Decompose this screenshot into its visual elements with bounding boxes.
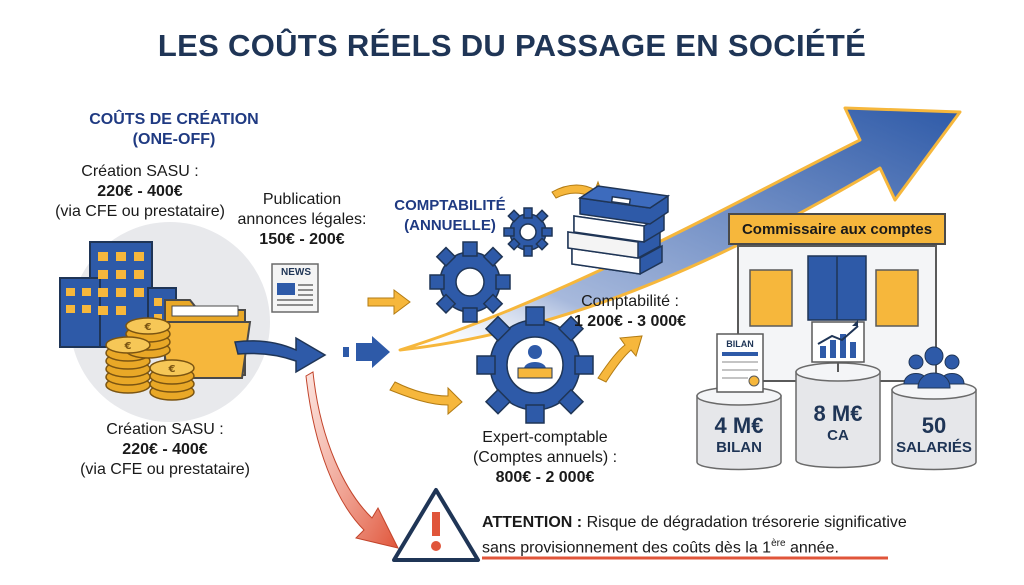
comptabilite-heading-line2: (ANNUELLE) <box>404 217 496 234</box>
newspaper-icon <box>271 263 319 313</box>
threshold-salaries-label: SALARIÉS <box>896 439 972 456</box>
orange-arrow-right <box>597 335 643 383</box>
expert-line2: (Comptes annuels) : <box>472 449 618 466</box>
pedestals <box>696 362 977 471</box>
books-icon <box>567 185 671 275</box>
warning-arrow <box>305 371 399 549</box>
expert-amount: 800€ - 2 000€ <box>495 469 595 486</box>
publication-line2: annonces légales: <box>237 211 367 228</box>
comptabilite-heading: COMPTABILITÉ (ANNUELLE) <box>385 196 515 236</box>
bilan-document-icon <box>716 333 764 393</box>
publication-amount: 150€ - 200€ <box>259 231 345 248</box>
accountant-icon <box>517 345 553 379</box>
creation-bottom-block: Création SASU : 220€ - 400€ (via CFE ou … <box>50 420 280 480</box>
threshold-salaries: 50 SALARIÉS <box>892 414 976 458</box>
commissaire-label: Commissaire aux comptes <box>728 213 946 245</box>
commissaire-building <box>737 245 937 382</box>
expert-block: Expert-comptable (Comptes annuels) : 800… <box>455 428 635 488</box>
comptabilite-block: Comptabilité : 1 200€ - 3 000€ <box>560 292 700 332</box>
threshold-bilan-label: BILAN <box>716 439 762 456</box>
people-icon <box>903 346 965 389</box>
warning-text2-sup: ère <box>771 538 786 549</box>
warning-text2-post: année. <box>785 539 839 557</box>
creation-heading-line2: (ONE-OFF) <box>132 131 216 148</box>
creation-heading: COÛTS DE CRÉATION (ONE-OFF) <box>64 110 284 150</box>
coins-icon <box>105 317 195 401</box>
warning-icon <box>392 488 480 562</box>
growth-arrow <box>398 106 962 352</box>
gear-icon-large <box>476 306 594 424</box>
threshold-bilan: 4 M€ BILAN <box>697 414 781 458</box>
creation-bottom-label: Création SASU : <box>106 421 224 438</box>
threshold-ca-label: CA <box>827 427 849 444</box>
dash-arrow <box>343 336 390 368</box>
warning-strong: ATTENTION : <box>482 514 583 531</box>
comptabilite-label: Comptabilité : <box>581 293 679 310</box>
comptabilite-amount: 1 200€ - 3 000€ <box>573 313 687 330</box>
publication-line1: Publication <box>262 191 342 208</box>
orange-arrow-lower <box>389 381 463 416</box>
creation-top-amount: 220€ - 400€ <box>97 183 183 200</box>
expert-line1: Expert-comptable <box>482 429 608 446</box>
creation-bottom-note: (via CFE ou prestataire) <box>80 461 250 478</box>
threshold-ca: 8 M€ CA <box>796 402 880 446</box>
creation-heading-line1: COÛTS DE CRÉATION <box>89 111 259 128</box>
orange-arrow-upper <box>367 289 411 315</box>
comptabilite-heading-line1: COMPTABILITÉ <box>394 197 506 214</box>
threshold-bilan-value: 4 M€ <box>714 413 764 438</box>
threshold-ca-value: 8 M€ <box>813 401 863 426</box>
creation-arrow <box>234 336 327 374</box>
svg-text:€: € <box>144 322 152 333</box>
gear-icon-small <box>503 207 553 257</box>
creation-bottom-amount: 220€ - 400€ <box>122 441 208 458</box>
svg-text:€: € <box>168 364 176 375</box>
warning-text1: Risque de dégradation trésorerie signifi… <box>582 514 907 531</box>
bilan-doc-label: BILAN <box>726 339 754 349</box>
creation-top-block: Création SASU : 220€ - 400€ (via CFE ou … <box>30 162 250 222</box>
chart-board-icon <box>811 320 865 372</box>
page-title: LES COÛTS RÉELS DU PASSAGE EN SOCIÉTÉ <box>157 28 867 63</box>
creation-top-note: (via CFE ou prestataire) <box>55 203 225 220</box>
creation-top-label: Création SASU : <box>81 163 199 180</box>
euro-symbols: € € € <box>124 322 176 375</box>
warning-text: ATTENTION : Risque de dégradation trésor… <box>482 512 1002 558</box>
publication-block: Publication annonces légales: 150€ - 200… <box>222 190 382 250</box>
warning-text2-pre: sans provisionnement des coûts dès la 1 <box>482 539 772 557</box>
threshold-salaries-value: 50 <box>921 413 947 438</box>
svg-text:€: € <box>124 341 132 352</box>
news-label: NEWS <box>281 267 311 278</box>
